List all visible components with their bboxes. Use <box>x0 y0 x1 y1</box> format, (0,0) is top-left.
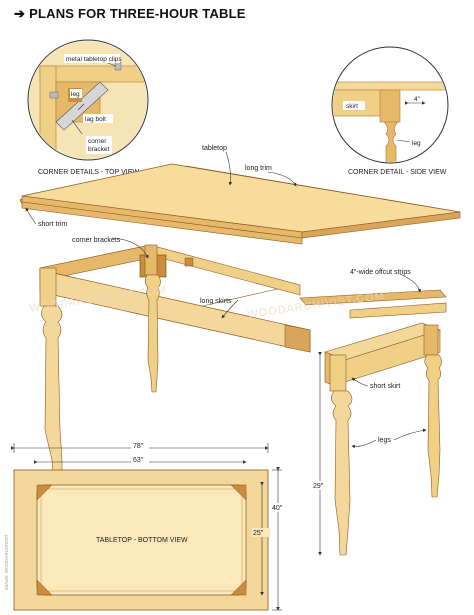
dim-overall-width: 40" <box>272 505 283 512</box>
label-corner-bracket-2: bracket <box>88 146 110 153</box>
corner-detail-side-view: skirt 4" leg CORNER DETAIL - SIDE VIEW <box>331 46 449 176</box>
label-short-skirt: short skirt <box>370 383 400 390</box>
label-leg-side: leg <box>412 140 421 147</box>
caption-bottom-view: TABLETOP - BOTTOM VIEW <box>96 537 188 544</box>
label-offcut-strips: 4"-wide offcut strips <box>350 269 411 276</box>
label-short-trim: short trim <box>38 221 67 228</box>
leg-back-left <box>144 244 161 393</box>
dim-side-4in: 4" <box>414 96 421 103</box>
label-leg-top: leg <box>71 91 80 98</box>
right-arrow-icon: ➔ <box>14 6 26 21</box>
dim-height: 29" <box>313 483 324 490</box>
caption-side-view: CORNER DETAIL - SIDE VIEW <box>348 169 447 176</box>
label-corner-brackets: corner brackets <box>72 237 121 244</box>
offcut-strip-2 <box>349 302 447 319</box>
leg-front-right <box>329 354 353 556</box>
leg-back-right <box>423 324 442 498</box>
exploded-table-view: 29" tabletop long trim short trim corner… <box>19 145 461 556</box>
tabletop-bottom-view: 78" 63" TABLETOP - BOTTOM VIEW 40" 25" <box>11 441 289 611</box>
dim-inner-width: 25" <box>253 530 264 537</box>
offcut-strip-1 <box>299 289 447 306</box>
dim-overall-length: 78" <box>133 443 144 450</box>
label-lag-bolt: lag bolt <box>85 116 106 123</box>
label-tabletop: tabletop <box>202 145 227 152</box>
dim-inner-length: 63" <box>133 457 144 464</box>
label-long-trim: long trim <box>245 165 272 172</box>
label-long-skirts: long skirts <box>200 298 232 305</box>
label-metal-tabletop-clips: metal tabletop clips <box>66 56 122 63</box>
label-skirt-side: skirt <box>346 103 358 110</box>
side-credit: IMAGE: WOODARCHIVIST <box>4 534 9 590</box>
caption-top-view: CORNER DETAILS - TOP VIEW <box>38 169 139 176</box>
label-corner-bracket-1: corner <box>88 138 107 145</box>
corner-detail-top-view: metal tabletop clips leg lag bolt corner… <box>27 39 149 176</box>
long-skirt-back <box>149 244 301 296</box>
bottom-view-skirt-outline <box>36 484 247 596</box>
page-title: ➔PLANS FOR THREE-HOUR TABLE <box>14 6 246 22</box>
page-title-text: PLANS FOR THREE-HOUR TABLE <box>29 6 246 21</box>
label-legs: legs <box>378 437 391 444</box>
